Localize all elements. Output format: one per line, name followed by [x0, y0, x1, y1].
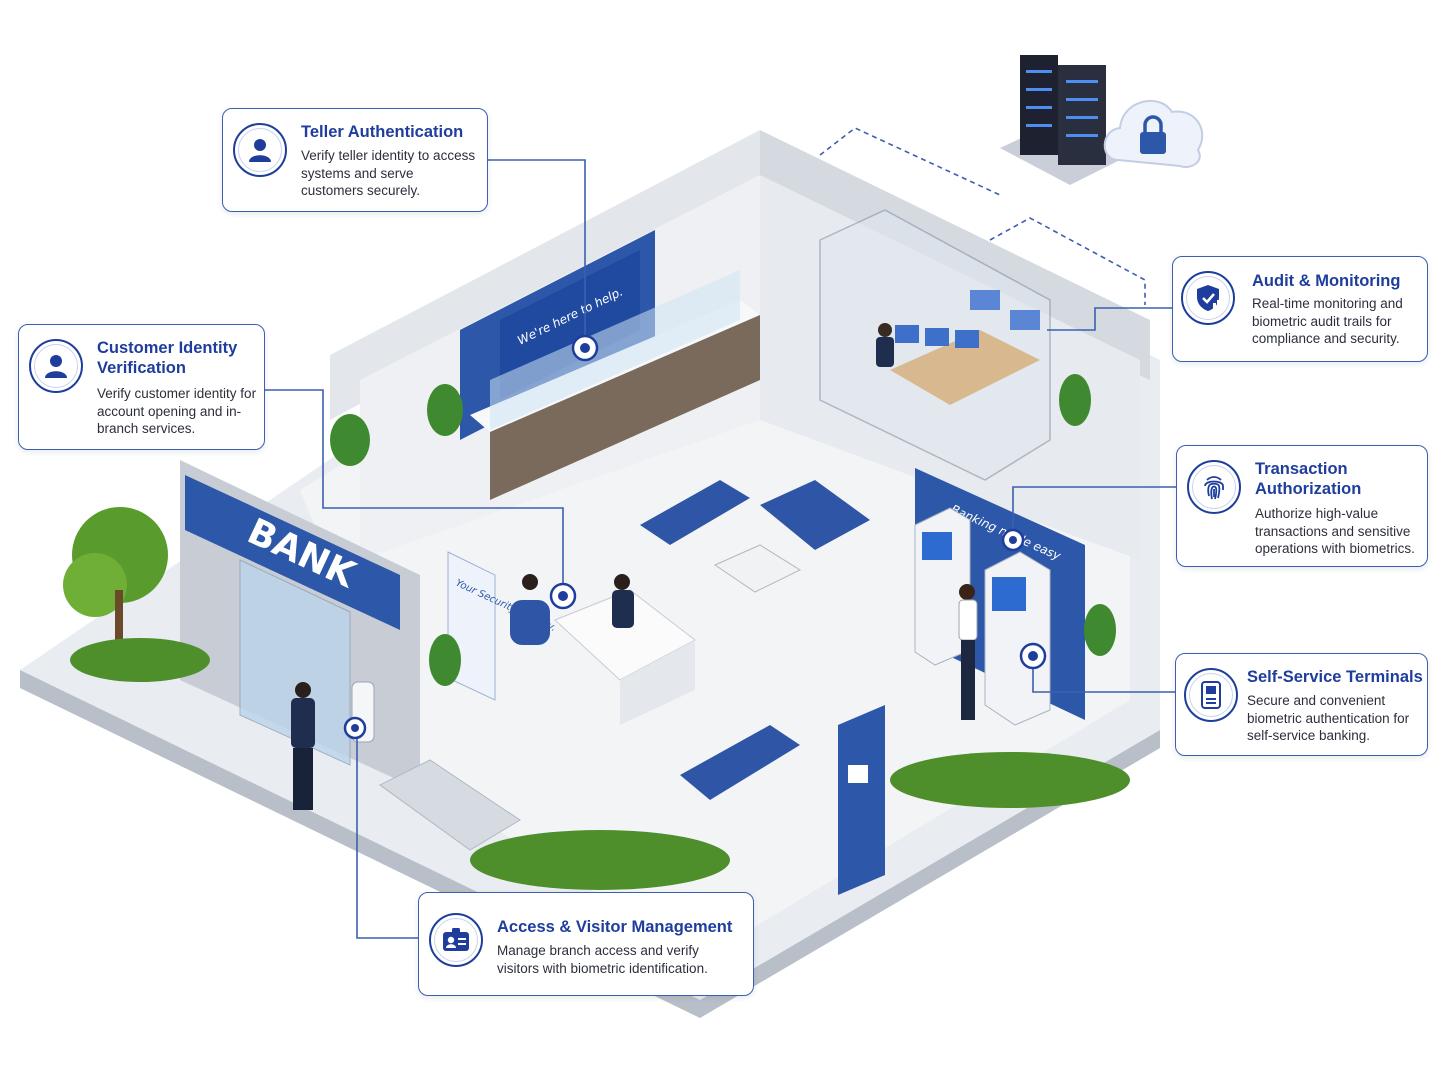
connector-audit	[1047, 307, 1172, 331]
server-led-3	[1026, 106, 1052, 109]
bank-building-icon	[848, 765, 868, 783]
transaction-title: Transaction Authorization	[1255, 460, 1362, 498]
teller-icon-ring	[233, 123, 287, 177]
connector-access	[356, 730, 418, 939]
planter-3	[1084, 604, 1116, 656]
server-led-4	[1026, 124, 1052, 127]
hotspot-customer-dot	[558, 591, 568, 601]
teller-counter-front	[490, 315, 760, 500]
planter-2	[1059, 374, 1091, 426]
selfservice-description: Secure and convenient biometric authenti…	[1247, 693, 1410, 743]
operator-head	[878, 323, 892, 337]
callout-self-service-terminals: Self-Service Terminals Secure and conven…	[1175, 653, 1428, 756]
transaction-description: Authorize high-value transactions and se…	[1255, 506, 1415, 556]
access-icon-ring	[429, 913, 483, 967]
hedge-front-right	[890, 752, 1130, 808]
operator-body	[876, 337, 894, 367]
coffee-table	[713, 544, 802, 593]
planter-5	[330, 414, 370, 466]
visitor-head	[295, 682, 311, 698]
monitor-1	[895, 325, 919, 343]
monitor-5	[1010, 310, 1040, 330]
sofa-2	[760, 480, 870, 550]
customer-head	[522, 574, 538, 590]
visitor-body	[291, 698, 315, 748]
lock-icon	[1140, 132, 1166, 154]
network-line-2	[989, 217, 1146, 305]
atm-1-screen	[922, 532, 952, 560]
tree-canopy-2	[63, 553, 127, 617]
monitoring-desk	[890, 330, 1040, 405]
sofa-3	[680, 725, 800, 800]
hotspot-markers	[343, 334, 1047, 740]
monitor-3	[955, 330, 979, 348]
user-icon	[249, 139, 271, 162]
callout-access-visitor-management: Access & Visitor Management Manage branc…	[418, 892, 754, 996]
connector-customer	[265, 389, 564, 592]
callout-transaction-authorization: Transaction Authorization Authorize high…	[1176, 445, 1428, 567]
server-led-6	[1066, 98, 1098, 101]
id-badge-icon	[443, 928, 469, 951]
audit-description: Real-time monitoring and biometric audit…	[1252, 296, 1403, 346]
selfservice-icon-ring	[1184, 668, 1238, 722]
connector-teller	[488, 159, 586, 345]
shield-chart-icon	[1197, 285, 1220, 311]
fingerprint-icon	[1204, 476, 1224, 500]
selfservice-title: Self-Service Terminals	[1247, 668, 1423, 686]
callout-teller-authentication: Teller Authentication Verify teller iden…	[222, 108, 488, 212]
audit-icon-ring	[1181, 271, 1235, 325]
hedge-left	[70, 638, 210, 682]
monitor-4	[970, 290, 1000, 310]
customer-title: Customer Identity Verification	[97, 339, 238, 377]
server-led-7	[1066, 116, 1098, 119]
hedge-front-left	[470, 830, 730, 890]
sofa-1	[640, 480, 750, 545]
server-led-8	[1066, 134, 1098, 137]
hotspot-selfservice-dot	[1028, 651, 1038, 661]
hotspot-transaction-dot	[1009, 536, 1017, 544]
atm-user-body	[958, 599, 978, 641]
hotspot-access-dot	[351, 724, 359, 732]
customer-desk-front	[620, 640, 695, 725]
access-title: Access & Visitor Management	[497, 918, 733, 936]
hotspot-teller-dot	[580, 343, 590, 353]
callout-customer-identity: Customer Identity Verification Verify cu…	[18, 324, 265, 450]
customer-icon-ring	[29, 339, 83, 393]
visitor-legs	[293, 748, 313, 810]
planter-4	[429, 634, 461, 686]
server-led-1	[1026, 70, 1052, 73]
server-led-5	[1066, 80, 1098, 83]
customer-chair	[510, 600, 550, 645]
bank-sign-panel	[185, 475, 400, 630]
customer-description: Verify customer identity for account ope…	[97, 386, 257, 436]
connector-transaction	[1012, 486, 1176, 535]
employee-head	[614, 574, 630, 590]
planter-1	[427, 384, 463, 436]
lock-shackle	[1143, 115, 1163, 132]
entrance-steps	[379, 759, 521, 851]
access-description: Manage branch access and verify visitors…	[497, 943, 708, 976]
employee-body	[612, 590, 634, 628]
info-totem	[838, 705, 885, 895]
teller-description: Verify teller identity to access systems…	[301, 148, 476, 198]
atm-user-legs	[961, 640, 975, 720]
monitor-2	[925, 328, 949, 346]
atm-user-head	[959, 584, 975, 600]
tree-trunk	[115, 590, 123, 650]
audit-title: Audit & Monitoring	[1252, 272, 1401, 290]
teller-title: Teller Authentication	[301, 123, 464, 141]
callout-audit-monitoring: Audit & Monitoring Real-time monitoring …	[1172, 256, 1428, 362]
user-icon	[45, 355, 67, 378]
atm-terminal-icon	[1201, 681, 1221, 709]
atm-2-screen	[992, 577, 1026, 611]
transaction-icon-ring	[1187, 460, 1241, 514]
entrance-glass	[239, 559, 351, 766]
teller-glass	[490, 270, 740, 430]
server-led-2	[1026, 88, 1052, 91]
